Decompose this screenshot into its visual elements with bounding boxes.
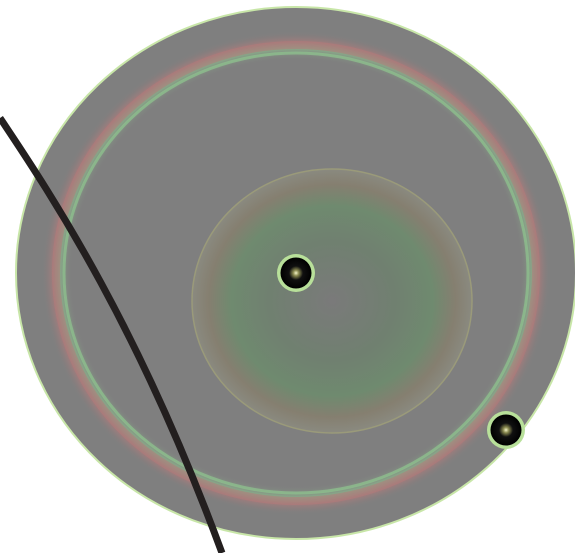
inner-orbit-zone[interactable]: [192, 169, 472, 433]
planet-node-edge[interactable]: [487, 411, 525, 449]
planet-node-center[interactable]: [277, 254, 315, 292]
